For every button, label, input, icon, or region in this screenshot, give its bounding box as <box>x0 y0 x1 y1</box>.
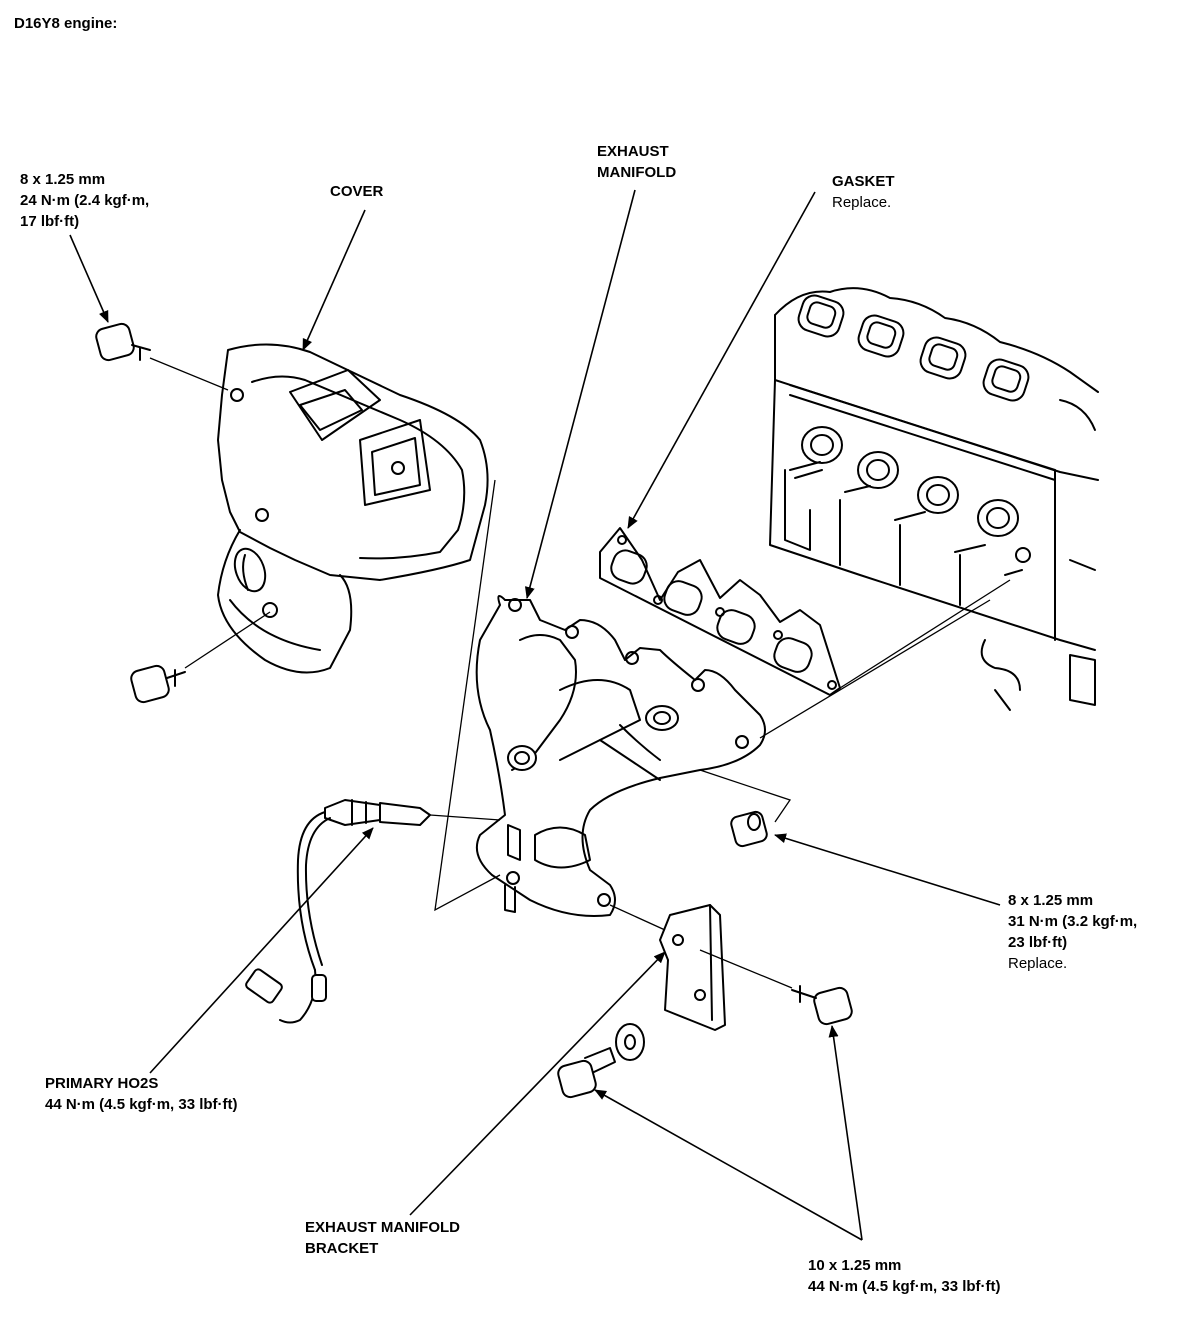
bracket-label: EXHAUST MANIFOLD BRACKET <box>305 1217 460 1259</box>
bracket-bolt-size: 10 x 1.25 mm <box>808 1257 902 1274</box>
bracket-bolt-label: 10 x 1.25 mm 44 N·m (4.5 kgf·m, 33 lbf·f… <box>808 1255 1001 1297</box>
exhaust-manifold-label-line1: EXHAUST <box>597 143 669 160</box>
primary-ho2s-sensor <box>245 799 431 1024</box>
gasket <box>599 527 841 696</box>
exhaust-manifold <box>475 595 766 917</box>
washer <box>615 1023 645 1061</box>
cover-label: COVER <box>330 183 384 200</box>
heat-shield-cover <box>217 343 489 674</box>
manifold-nut <box>730 810 768 848</box>
exhaust-manifold-bracket <box>659 904 726 1031</box>
gasket-note: Replace. <box>832 194 892 211</box>
bracket-bolt-right <box>791 985 853 1026</box>
cover-bolt-upper <box>95 322 151 362</box>
assembly-lines <box>149 357 1011 989</box>
ho2s-label: PRIMARY HO2S 44 N·m (4.5 kgf·m, 33 lbf·f… <box>45 1073 238 1115</box>
bracket-label-line1: EXHAUST MANIFOLD <box>305 1219 460 1236</box>
nut-label: 8 x 1.25 mm 31 N·m (3.2 kgf·m, 23 lbf·ft… <box>1008 890 1137 974</box>
exhaust-manifold-label: EXHAUST MANIFOLD <box>597 141 676 183</box>
gasket-name: GASKET <box>832 173 895 190</box>
ho2s-name: PRIMARY HO2S <box>45 1075 159 1092</box>
leader-arrows <box>69 189 1001 1241</box>
nut-torque-lbf: 23 lbf·ft) <box>1008 934 1068 951</box>
bracket-label-line2: BRACKET <box>305 1240 379 1257</box>
nut-torque: 31 N·m (3.2 kgf·m, <box>1008 913 1138 930</box>
ho2s-torque: 44 N·m (4.5 kgf·m, 33 lbf·ft) <box>45 1096 238 1113</box>
cover-bolt-label: 8 x 1.25 mm 24 N·m (2.4 kgf·m, 17 lbf·ft… <box>20 169 149 232</box>
cover-bolt-torque-lbf: 17 lbf·ft) <box>20 213 80 230</box>
cover-bolt-lower <box>130 664 186 704</box>
cover-bolt-torque: 24 N·m (2.4 kgf·m, <box>20 192 150 209</box>
nut-size: 8 x 1.25 mm <box>1008 892 1094 909</box>
bracket-bolt-torque: 44 N·m (4.5 kgf·m, 33 lbf·ft) <box>808 1278 1001 1295</box>
gasket-label: GASKET Replace. <box>832 171 895 213</box>
exhaust-manifold-label-line2: MANIFOLD <box>597 164 677 181</box>
cover-bolt-size: 8 x 1.25 mm <box>20 171 106 188</box>
nut-note: Replace. <box>1008 955 1068 972</box>
bracket-bolt-left <box>557 1047 616 1099</box>
cylinder-head <box>769 287 1099 711</box>
page-title: D16Y8 engine: <box>14 15 118 32</box>
